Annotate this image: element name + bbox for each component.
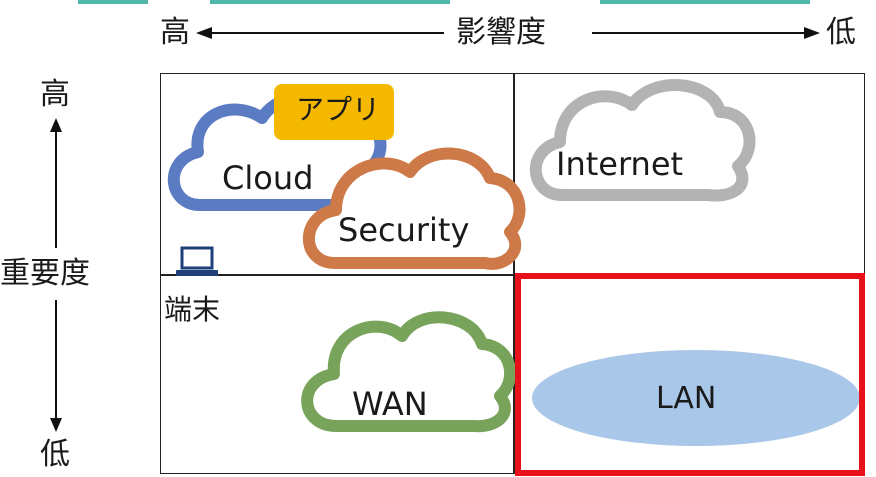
lan-label: LAN [656,381,717,416]
impact-high-label: 高 [160,15,190,50]
terminal-label: 端末 [164,293,221,326]
security-label: Security [338,211,470,249]
impact-low-label: 低 [826,15,856,50]
importance-axis-top-arrowhead [50,118,62,132]
cloud-label: Cloud [222,159,314,197]
top-accent-bar-left [78,0,148,4]
laptop-screen [180,246,214,270]
importance-title: 重要度 [0,256,90,291]
lan-ellipse [532,350,860,446]
importance-axis-arrow [50,118,62,432]
wan-cloud-shape [301,311,517,433]
lan-highlight-box [515,273,865,476]
top-accent-bar-middle [210,0,450,4]
importance-low-label: 低 [40,437,70,472]
laptop-icon [176,246,218,276]
impact-title: 影響度 [456,15,546,50]
impact-axis-right-arrowhead [804,27,820,39]
app-badge-background [274,84,394,140]
impact-axis-left-arrowhead [196,27,212,39]
importance-axis-bottom-arrowhead [50,418,62,432]
importance-high-label: 高 [40,77,70,112]
internet-label: Internet [556,145,684,183]
laptop-base [176,270,218,276]
impact-axis-arrow [196,27,820,39]
wan-label: WAN [352,385,428,423]
matrix-horizontal-divider [160,274,865,276]
internet-cloud-shape [529,79,756,202]
security-cloud-shape [303,147,526,270]
matrix-vertical-divider [513,73,515,474]
app-label: アプリ [296,93,381,126]
top-accent-bar-right [600,0,810,4]
